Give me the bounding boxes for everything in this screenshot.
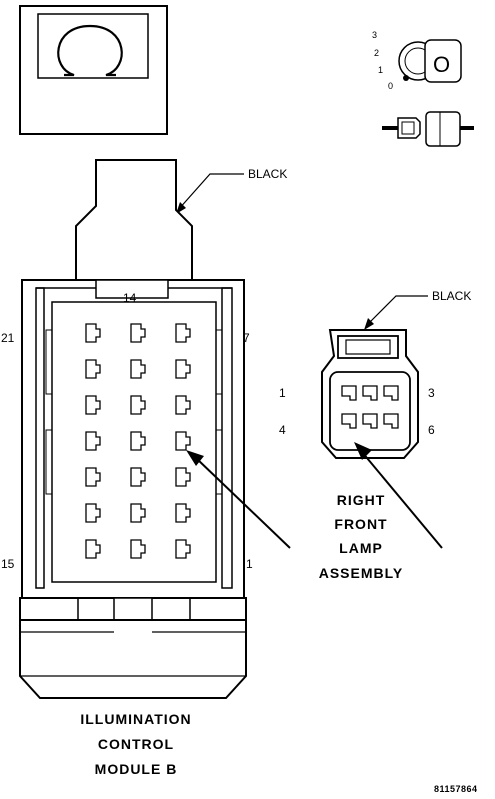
terminal bbox=[175, 323, 191, 343]
pin-label-21: 21 bbox=[1, 331, 15, 345]
terminal bbox=[85, 395, 101, 415]
leader-arrow-right bbox=[364, 318, 374, 330]
leader-arrow-top bbox=[176, 202, 186, 214]
terminal-grid bbox=[85, 323, 191, 559]
pointer-arrow-lamp bbox=[361, 451, 443, 549]
terminal bbox=[175, 395, 191, 415]
module-caption-line3: MODULE B bbox=[95, 761, 178, 777]
lamp-terminal bbox=[383, 413, 399, 429]
key-pos-0: 0 bbox=[388, 81, 393, 91]
lamp-terminal bbox=[362, 413, 378, 429]
key-pos-2: 2 bbox=[374, 48, 379, 58]
terminal bbox=[130, 503, 146, 523]
lamp-pin-label-6: 6 bbox=[428, 423, 435, 437]
terminal bbox=[130, 467, 146, 487]
terminal bbox=[85, 431, 101, 451]
lamp-caption: RIGHT FRONT LAMP ASSEMBLY bbox=[319, 492, 404, 581]
lamp-pin-label-4: 4 bbox=[279, 423, 286, 437]
figure-id: 81157864 bbox=[434, 784, 478, 794]
lamp-terminal-grid bbox=[341, 385, 399, 429]
wire-color-label-right: BLACK bbox=[432, 289, 471, 303]
lamp-caption-line3: LAMP bbox=[339, 540, 383, 556]
lamp-terminal bbox=[383, 385, 399, 401]
lamp-terminal bbox=[341, 413, 357, 429]
module-connector-body bbox=[19, 159, 247, 699]
terminal bbox=[130, 359, 146, 379]
module-caption: ILLUMINATION CONTROL MODULE B bbox=[80, 711, 191, 777]
pointer-arrowhead-module bbox=[186, 450, 204, 466]
pin-label-15: 15 bbox=[1, 557, 15, 571]
terminal bbox=[85, 323, 101, 343]
pin-label-14: 14 bbox=[123, 291, 137, 305]
pointer-arrow-module bbox=[195, 457, 291, 549]
key-face-letter: O bbox=[433, 52, 450, 77]
pin-label-7: 7 bbox=[243, 331, 250, 345]
lamp-caption-line1: RIGHT bbox=[337, 492, 386, 508]
terminal bbox=[85, 359, 101, 379]
terminal bbox=[130, 431, 146, 451]
pin-label-1: 1 bbox=[246, 557, 253, 571]
lamp-terminal bbox=[341, 385, 357, 401]
terminal bbox=[130, 395, 146, 415]
key-pos-1: 1 bbox=[378, 65, 383, 75]
pointer-arrowhead-lamp bbox=[354, 442, 372, 460]
terminal bbox=[130, 539, 146, 559]
lamp-caption-line4: ASSEMBLY bbox=[319, 565, 404, 581]
ignition-key-icon: 3 2 1 0 O bbox=[372, 30, 462, 91]
module-caption-line2: CONTROL bbox=[98, 736, 174, 752]
lamp-pin-label-3: 3 bbox=[428, 386, 435, 400]
terminal bbox=[175, 467, 191, 487]
terminal bbox=[175, 503, 191, 523]
terminal bbox=[85, 503, 101, 523]
terminal bbox=[85, 467, 101, 487]
leader-line-top bbox=[177, 173, 244, 211]
terminal bbox=[175, 431, 191, 451]
lamp-caption-line2: FRONT bbox=[334, 516, 387, 532]
lamp-terminal bbox=[362, 385, 378, 401]
lamp-pin-label-1: 1 bbox=[279, 386, 286, 400]
terminal bbox=[85, 539, 101, 559]
leader-line-right bbox=[367, 295, 428, 325]
terminal bbox=[175, 359, 191, 379]
module-caption-line1: ILLUMINATION bbox=[80, 711, 191, 727]
terminal bbox=[175, 539, 191, 559]
key-pos-3: 3 bbox=[372, 30, 377, 40]
terminal bbox=[130, 323, 146, 343]
connector-mini-icon bbox=[382, 111, 474, 147]
omega-symbol-icon bbox=[19, 5, 168, 135]
lamp-connector bbox=[321, 329, 419, 459]
wire-color-label-top: BLACK bbox=[248, 167, 287, 181]
